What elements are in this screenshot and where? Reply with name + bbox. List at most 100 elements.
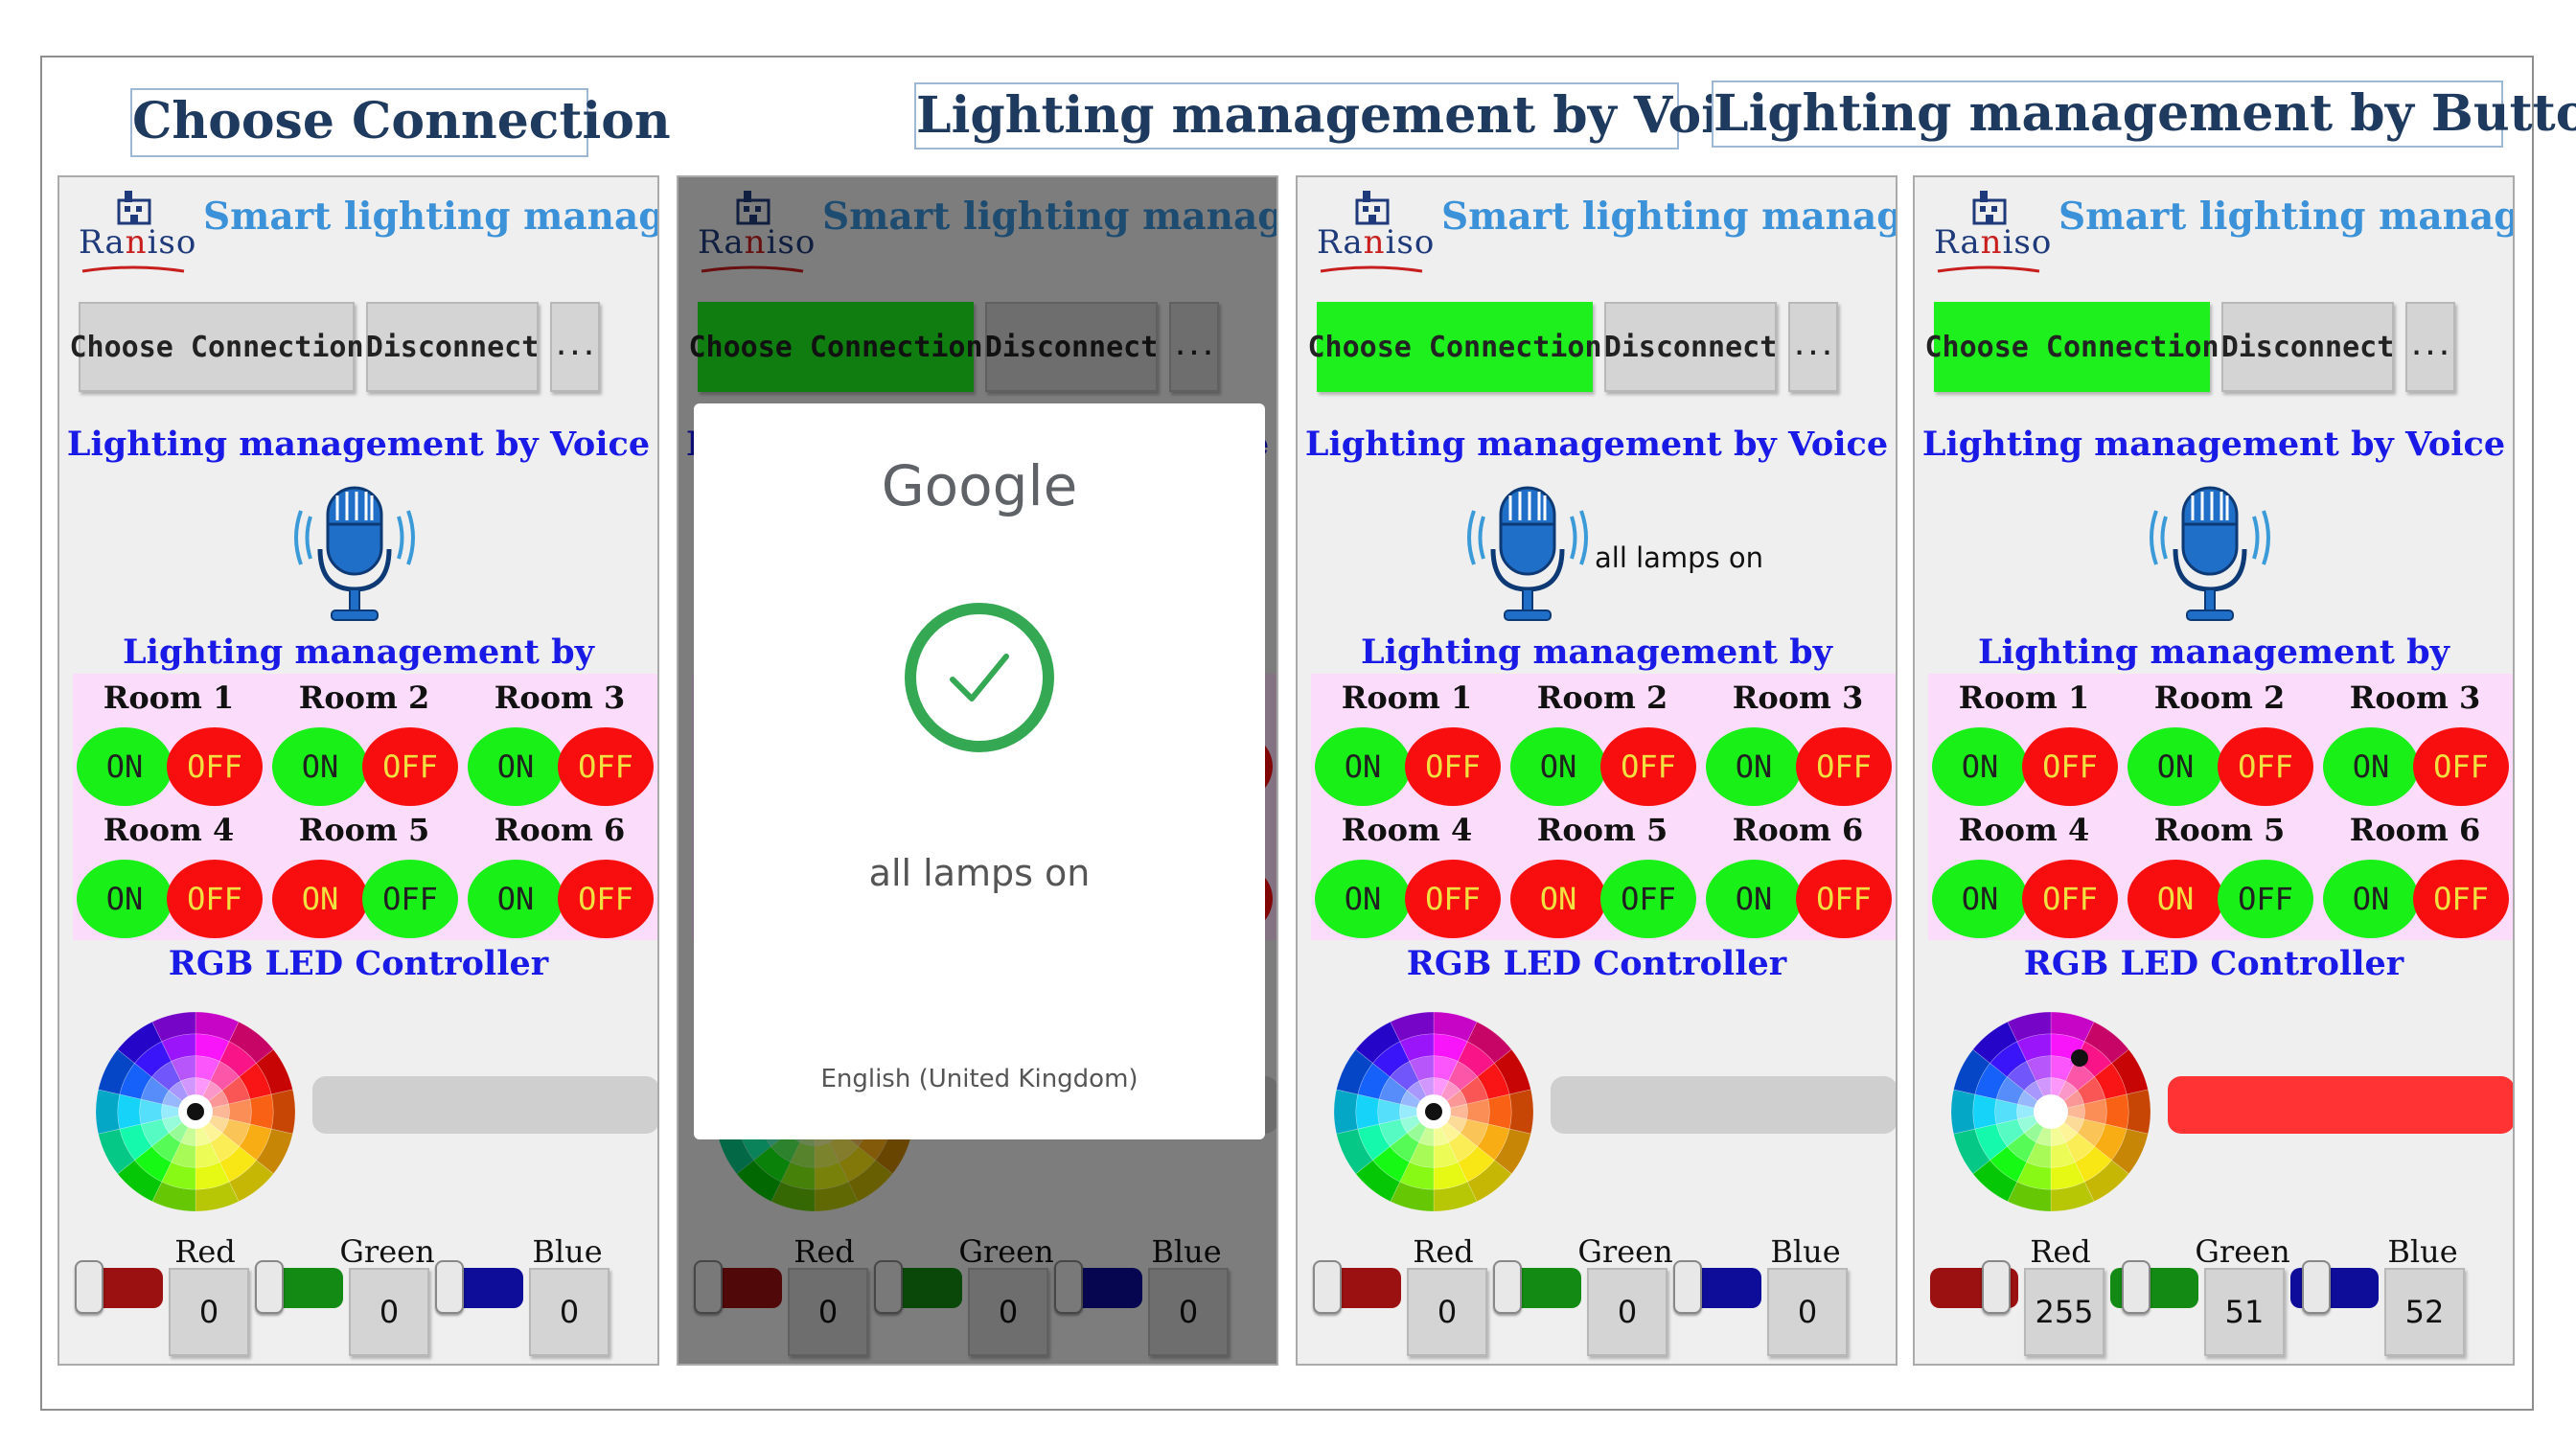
- room-3-on-button[interactable]: ON: [468, 727, 564, 806]
- room-5-off-button[interactable]: OFF: [362, 860, 458, 938]
- slider-handle[interactable]: [1493, 1260, 1522, 1314]
- room-6-on-button[interactable]: ON: [468, 860, 564, 938]
- room-6-off-button[interactable]: OFF: [1796, 860, 1892, 938]
- green-slider[interactable]: [2110, 1260, 2198, 1314]
- green-value: 0: [349, 1268, 429, 1356]
- red-slider[interactable]: [1313, 1260, 1401, 1314]
- room-2-on-button[interactable]: ON: [272, 727, 368, 806]
- app-title: Smart lighting management: [822, 195, 1278, 239]
- microphone-icon: [1467, 486, 1588, 621]
- room-6-on-button[interactable]: ON: [1706, 860, 1802, 938]
- language-label[interactable]: English (United Kingdom): [820, 1065, 1138, 1093]
- room-3-off-button[interactable]: OFF: [1796, 727, 1892, 806]
- room-5-on-button[interactable]: ON: [2128, 860, 2223, 938]
- room-label: Room 5: [298, 812, 430, 848]
- room-5-off-button[interactable]: OFF: [2218, 860, 2313, 938]
- room-1-on-button[interactable]: ON: [1315, 727, 1411, 806]
- voice-mic-button[interactable]: [2143, 482, 2277, 626]
- slider-handle[interactable]: [1982, 1260, 2011, 1314]
- room-2-on-button[interactable]: ON: [1510, 727, 1606, 806]
- slider-handle[interactable]: [1054, 1260, 1083, 1314]
- slider-handle[interactable]: [874, 1260, 903, 1314]
- room-2-off-button[interactable]: OFF: [1600, 727, 1696, 806]
- room-label: Room 5: [1536, 812, 1668, 848]
- voice-mic-button[interactable]: [1460, 482, 1595, 626]
- red-slider[interactable]: [694, 1260, 782, 1314]
- room-3-on-button[interactable]: ON: [2323, 727, 2419, 806]
- room-2-off-button[interactable]: OFF: [362, 727, 458, 806]
- logo-wordmark: Raniso: [79, 223, 197, 262]
- room-2-on-button[interactable]: ON: [2128, 727, 2223, 806]
- blue-label: Blue: [1151, 1233, 1222, 1270]
- disconnect-button[interactable]: Disconnect: [985, 302, 1158, 392]
- choose-connection-button[interactable]: Choose Connection: [69, 302, 364, 392]
- slider-handle[interactable]: [2302, 1260, 2331, 1314]
- slider-handle[interactable]: [1313, 1260, 1342, 1314]
- room-6-on-button[interactable]: ON: [2323, 860, 2419, 938]
- green-label: Green: [339, 1233, 435, 1270]
- green-value: 51: [2204, 1268, 2285, 1356]
- slider-handle[interactable]: [694, 1260, 723, 1314]
- slider-handle[interactable]: [435, 1260, 464, 1314]
- room-5-on-button[interactable]: ON: [1510, 860, 1606, 938]
- color-wheel[interactable]: [1326, 1011, 1541, 1212]
- slider-handle[interactable]: [1673, 1260, 1702, 1314]
- room-4-off-button[interactable]: OFF: [167, 860, 263, 938]
- voice-mic-button[interactable]: [288, 482, 422, 626]
- red-label: Red: [794, 1233, 855, 1270]
- slider-handle[interactable]: [2122, 1260, 2150, 1314]
- disconnect-button[interactable]: Disconnect: [2221, 302, 2394, 392]
- color-wheel[interactable]: [1944, 1011, 2158, 1212]
- choose-connection-button[interactable]: Choose Connection: [1307, 302, 1602, 392]
- green-slider[interactable]: [1493, 1260, 1581, 1314]
- recognized-text: all lamps on: [1595, 541, 1764, 574]
- red-slider[interactable]: [75, 1260, 163, 1314]
- blue-slider[interactable]: [2290, 1260, 2379, 1314]
- room-4-off-button[interactable]: OFF: [1405, 860, 1501, 938]
- room-1-on-button[interactable]: ON: [77, 727, 172, 806]
- blue-slider[interactable]: [1054, 1260, 1142, 1314]
- room-3-on-button[interactable]: ON: [1706, 727, 1802, 806]
- blue-label: Blue: [2387, 1233, 2458, 1270]
- room-1-off-button[interactable]: OFF: [167, 727, 263, 806]
- more-button[interactable]: ...: [2405, 302, 2455, 392]
- disconnect-button[interactable]: Disconnect: [366, 302, 539, 392]
- room-3-off-button[interactable]: OFF: [2413, 727, 2509, 806]
- slider-handle[interactable]: [255, 1260, 284, 1314]
- choose-connection-button[interactable]: Choose Connection: [688, 302, 983, 392]
- raniso-logo: Raniso: [1932, 187, 2053, 273]
- room-1-on-button[interactable]: ON: [1932, 727, 2028, 806]
- room-1-off-button[interactable]: OFF: [2022, 727, 2118, 806]
- room-3-off-button[interactable]: OFF: [558, 727, 654, 806]
- room-label: Room 2: [1536, 679, 1668, 716]
- green-slider[interactable]: [874, 1260, 962, 1314]
- more-button[interactable]: ...: [550, 302, 600, 392]
- room-1-off-button[interactable]: OFF: [1405, 727, 1501, 806]
- more-button[interactable]: ...: [1169, 302, 1219, 392]
- room-2-off-button[interactable]: OFF: [2218, 727, 2313, 806]
- room-5-off-button[interactable]: OFF: [1600, 860, 1696, 938]
- color-wheel[interactable]: [88, 1011, 303, 1212]
- raniso-logo: Raniso: [696, 187, 816, 273]
- blue-slider[interactable]: [1673, 1260, 1761, 1314]
- room-label: Room 3: [1732, 679, 1864, 716]
- room-4-on-button[interactable]: ON: [77, 860, 172, 938]
- room-4-on-button[interactable]: ON: [1315, 860, 1411, 938]
- green-slider[interactable]: [255, 1260, 343, 1314]
- room-4-on-button[interactable]: ON: [1932, 860, 2028, 938]
- room-6-off-button[interactable]: OFF: [558, 860, 654, 938]
- room-5-on-button[interactable]: ON: [272, 860, 368, 938]
- room-4-off-button[interactable]: OFF: [2022, 860, 2118, 938]
- disconnect-button[interactable]: Disconnect: [1604, 302, 1777, 392]
- room-label: Room 1: [1958, 679, 2090, 716]
- red-slider[interactable]: [1930, 1260, 2018, 1314]
- more-button[interactable]: ...: [1788, 302, 1838, 392]
- room-6-off-button[interactable]: OFF: [2413, 860, 2509, 938]
- blue-slider[interactable]: [435, 1260, 523, 1314]
- slider-handle[interactable]: [75, 1260, 104, 1314]
- choose-connection-button[interactable]: Choose Connection: [1924, 302, 2220, 392]
